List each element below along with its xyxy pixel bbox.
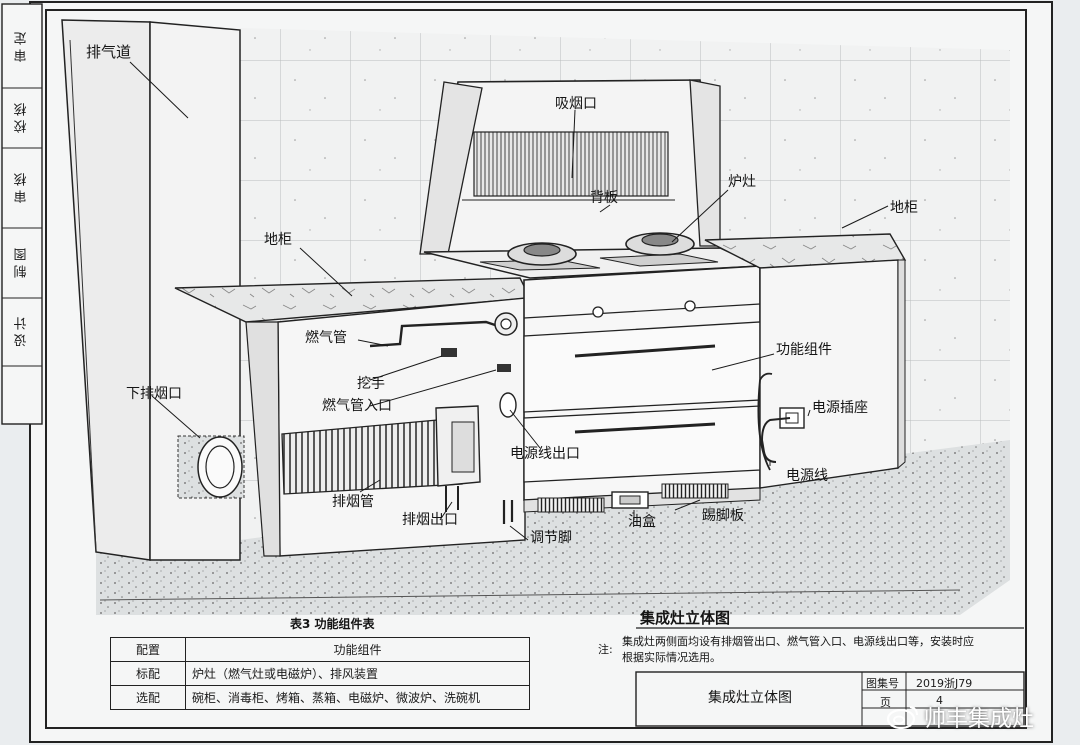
table-header-row: 配置 功能组件 bbox=[110, 637, 530, 662]
side-title-column: 审 定 校 核 审 核 制 图 设 计 bbox=[0, 0, 44, 428]
label-floor-cabinet-left: 地柜 bbox=[264, 232, 292, 248]
title-block-title: 集成灶立体图 bbox=[708, 690, 792, 706]
label-handle: 挖手 bbox=[357, 376, 385, 392]
table-cell: 炉灶（燃气灶或电磁炉）、排风装置 bbox=[185, 661, 530, 686]
table-cell: 标配 bbox=[110, 661, 186, 686]
label-back-panel: 背板 bbox=[590, 190, 618, 206]
label-smoke-pipe: 排烟管 bbox=[332, 494, 374, 510]
side-cell-review: 审 核 bbox=[14, 172, 30, 204]
function-component-table: 配置 功能组件 标配 炉灶（燃气灶或电磁炉）、排风装置 选配 碗柜、消毒柜、烤箱… bbox=[110, 637, 530, 710]
note-label: 注: bbox=[598, 643, 613, 656]
atlas-number: 2019浙J79 bbox=[916, 677, 973, 690]
side-cell-approve: 审 定 bbox=[14, 31, 30, 63]
label-exhaust-duct: 排气道 bbox=[86, 43, 132, 61]
drawing-title: 集成灶立体图 bbox=[640, 609, 731, 627]
table-header-config: 配置 bbox=[110, 637, 186, 662]
label-stove: 炉灶 bbox=[728, 174, 756, 190]
label-lower-exhaust: 下排烟口 bbox=[126, 386, 182, 402]
side-cell-check: 校 核 bbox=[14, 102, 30, 134]
label-adjust-foot: 调节脚 bbox=[530, 530, 572, 546]
label-power-socket: 电源插座 bbox=[812, 400, 868, 416]
page-label: 页 bbox=[880, 696, 891, 709]
note-text: 集成灶两侧面均设有排烟管出口、燃气管入口、电源线出口等，安装时应根据实际情况选用… bbox=[622, 635, 974, 664]
table-cell: 选配 bbox=[110, 685, 186, 710]
table-cell: 碗柜、消毒柜、烤箱、蒸箱、电磁炉、微波炉、洗碗机 bbox=[185, 685, 530, 710]
side-cell-design: 设 计 bbox=[14, 316, 30, 348]
label-power-outlet: 电源线出口 bbox=[510, 446, 580, 462]
watermark: 帅丰集成灶 bbox=[886, 700, 1074, 734]
table-row: 选配 碗柜、消毒柜、烤箱、蒸箱、电磁炉、微波炉、洗碗机 bbox=[110, 685, 530, 710]
side-cell-draw: 制 图 bbox=[14, 247, 30, 279]
label-floor-cabinet-right: 地柜 bbox=[890, 200, 918, 216]
table-caption: 表3 功能组件表 bbox=[290, 617, 375, 631]
weibo-icon bbox=[886, 706, 918, 730]
label-gas-pipe: 燃气管 bbox=[305, 330, 347, 346]
label-suction-port: 吸烟口 bbox=[555, 96, 597, 112]
label-oil-box: 油盒 bbox=[628, 514, 656, 530]
label-function-module: 功能组件 bbox=[776, 342, 832, 358]
label-power-cord: 电源线 bbox=[786, 468, 828, 484]
table-row: 标配 炉灶（燃气灶或电磁炉）、排风装置 bbox=[110, 661, 530, 686]
side-column-frame bbox=[1, 3, 43, 425]
label-smoke-outlet: 排烟出口 bbox=[402, 512, 458, 528]
label-kick-board: 踢脚板 bbox=[702, 508, 744, 524]
table-header-components: 功能组件 bbox=[185, 637, 530, 662]
watermark-text: 帅丰集成灶 bbox=[924, 707, 1035, 732]
atlas-label: 图集号 bbox=[866, 677, 899, 690]
label-gas-inlet: 燃气管入口 bbox=[322, 398, 392, 414]
page-number: 4 bbox=[936, 694, 943, 707]
